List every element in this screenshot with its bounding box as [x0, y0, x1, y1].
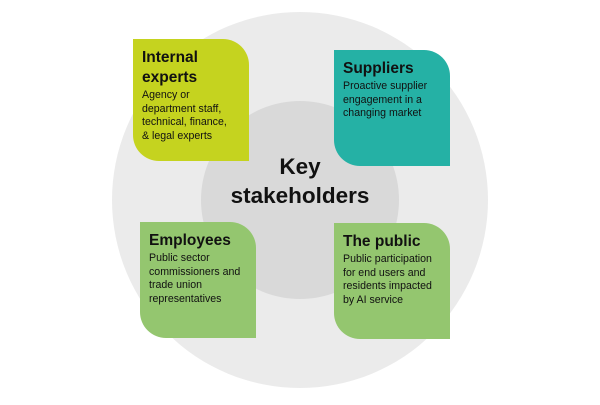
card-internal-experts-title-line-1: Internal: [142, 49, 198, 66]
card-suppliers-desc-line: changing market: [343, 107, 422, 119]
card-suppliers-title-line-1: Suppliers: [343, 60, 414, 77]
card-employees-desc-line: representatives: [149, 292, 222, 305]
card-internal-experts-description: Agency or department staff, technical, f…: [142, 89, 241, 143]
card-employees-desc-line: commissioners and: [149, 265, 241, 278]
center-title-line-1: Key: [279, 154, 321, 179]
card-suppliers-desc-line: Proactive supplier: [343, 80, 428, 92]
card-employees-desc-line: Public sector: [149, 252, 210, 264]
card-internal-experts-desc-line: & legal experts: [142, 129, 213, 142]
card-the-public-title: The public: [343, 232, 442, 252]
card-the-public-desc-line: for end users and: [343, 266, 426, 279]
card-suppliers-title: Suppliers: [343, 59, 442, 79]
card-the-public-desc-line: Public participation: [343, 253, 432, 265]
center-title: Key stakeholders: [200, 152, 400, 210]
card-the-public-desc-line: residents impacted: [343, 280, 432, 292]
card-internal-experts-desc-line: Agency or: [142, 89, 190, 101]
card-internal-experts-desc-line: technical, finance,: [142, 116, 227, 128]
card-employees-title-line-1: Employees: [149, 232, 231, 249]
card-employees-desc-line: trade union: [149, 279, 203, 291]
card-internal-experts: Internal experts Agency or department st…: [133, 39, 249, 161]
card-suppliers: Suppliers Proactive supplier engagement …: [334, 50, 450, 166]
card-the-public: The public Public participation for end …: [334, 223, 450, 339]
center-title-line-2: stakeholders: [230, 183, 370, 208]
card-internal-experts-desc-line: department staff,: [142, 102, 222, 115]
card-the-public-title-line-1: The public: [343, 233, 421, 250]
card-internal-experts-title-line-2: experts: [142, 69, 198, 86]
card-the-public-description: Public participation for end users and r…: [343, 253, 442, 307]
card-employees-title: Employees: [149, 231, 248, 251]
card-employees-description: Public sector commissioners and trade un…: [149, 252, 248, 306]
card-the-public-desc-line: by AI service: [343, 293, 404, 306]
card-internal-experts-title: Internal experts: [142, 48, 241, 88]
card-suppliers-description: Proactive supplier engagement in a chang…: [343, 80, 442, 121]
card-suppliers-desc-line: engagement in a: [343, 93, 422, 106]
card-employees: Employees Public sector commissioners an…: [140, 222, 256, 338]
